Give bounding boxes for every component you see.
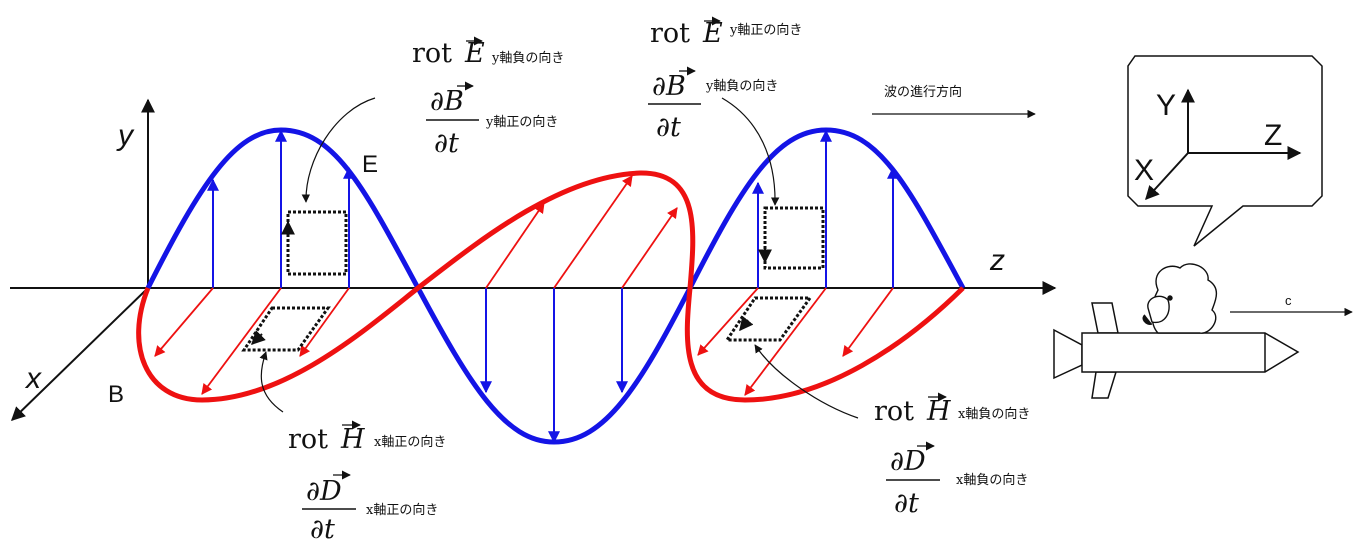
svg-text:rot: rot [874,396,914,427]
rocket [1053,302,1300,399]
annotation-dbdt-1: ∂B ∂t y軸正の向き [426,81,558,159]
loop-arrow [251,330,266,345]
b-vector [553,175,633,289]
rocket-body [1081,332,1300,373]
svg-text:rot: rot [412,38,452,69]
svg-text:∂B: ∂B [430,86,464,117]
annotation-rot-e-1: rot E y軸負の向き [412,36,564,69]
svg-text:H: H [926,396,951,427]
annotation-dbdt-2: ∂B ∂t y軸負の向き [648,66,778,143]
annotation-rot-h-1: rot H x軸正の向き [288,420,446,455]
x-axis [10,287,149,421]
svg-text:y軸負の向き: y軸負の向き [705,78,778,94]
loop-rot-e-2 [763,206,825,270]
svg-text:rot: rot [650,18,690,49]
b-vector [697,287,759,356]
svg-text:∂t: ∂t [894,488,919,519]
b-field-label: B [108,381,124,408]
b-vector [201,287,282,395]
bubble-x-axis [1145,152,1189,201]
annotation-dddt-2: ∂D ∂t x軸負の向き [886,441,1028,519]
svg-text:∂D: ∂D [890,446,926,477]
svg-text:∂D: ∂D [306,476,342,507]
b-vector [744,287,827,396]
electric-wave [145,127,966,445]
loop-rot-h-2 [724,296,813,342]
svg-text:x軸負の向き: x軸負の向き [956,472,1028,488]
rocket-bottom-fin [1091,371,1118,399]
rocket-tail [1053,328,1083,380]
svg-text:x軸正の向き: x軸正の向き [374,434,446,450]
bubble-z-label: Z [1264,119,1282,152]
b-vector [485,202,545,289]
leader-rot-e-1 [301,97,376,203]
e-field-vectors [207,129,899,444]
b-vector [299,287,350,357]
annotation-dddt-1: ∂D ∂t x軸正の向き [302,470,438,542]
b-field-vectors [154,175,894,396]
svg-text:y軸負の向き: y軸負の向き [491,50,564,66]
loop-rot-e-1 [286,210,348,276]
leader-rot-h-1 [259,351,284,413]
leader-rot-e-2 [721,97,780,206]
y-axis-label: y [116,119,135,152]
leader-rot-h-2 [754,344,859,419]
svg-text:∂B: ∂B [652,71,686,102]
svg-text:∂t: ∂t [310,514,335,542]
bubble-y-label: Y [1156,89,1176,122]
svg-text:E: E [702,18,723,49]
bubble-x-label: X [1134,154,1154,187]
annotation-rot-h-2: rot H x軸負の向き [874,392,1030,427]
z-axis-label: z [989,244,1005,277]
observer-avatar [1142,263,1218,334]
svg-text:x軸負の向き: x軸負の向き [958,406,1030,422]
loop-rot-h-1 [241,306,331,352]
speed-label: c [1285,293,1292,308]
svg-text:y軸正の向き: y軸正の向き [729,22,802,38]
rocket-top-fin [1091,302,1119,334]
b-vector [154,287,214,357]
propagation-label: 波の進行方向 [884,84,962,100]
b-vector [621,207,678,289]
svg-text:E: E [464,38,485,69]
speech-bubble [1127,55,1323,247]
svg-text:y軸正の向き: y軸正の向き [485,114,558,130]
svg-text:∂t: ∂t [434,128,459,159]
svg-text:H: H [340,424,365,455]
svg-text:x軸正の向き: x軸正の向き [366,502,438,518]
loop-arrow [739,315,754,332]
e-field-label: E [362,151,378,178]
svg-text:rot: rot [288,424,328,455]
b-vector [842,287,894,357]
x-axis-label: x [24,362,42,395]
svg-text:∂t: ∂t [656,112,681,143]
magnetic-wave [136,170,965,403]
annotation-rot-e-2: rot E y軸正の向き [650,16,802,49]
